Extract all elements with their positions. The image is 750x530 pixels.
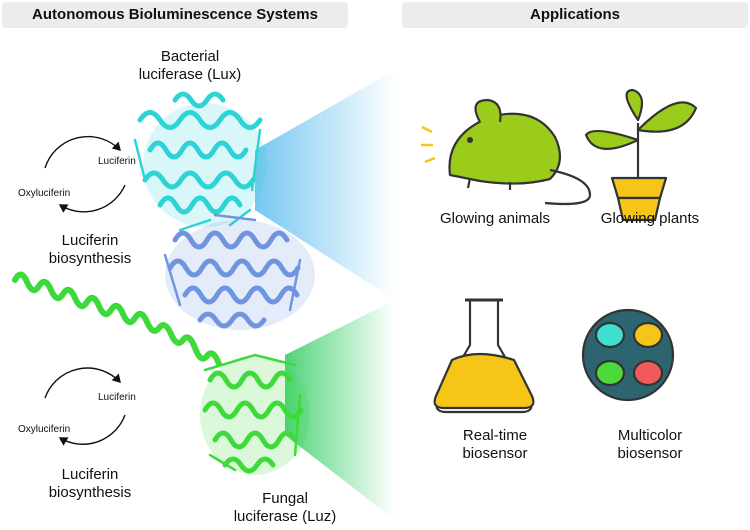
flask-icon xyxy=(433,298,535,414)
oxyluciferin-label-top: Oxyluciferin xyxy=(18,188,71,199)
cycle-arrows-top xyxy=(44,135,126,213)
fungal-label-line-1: Fungal xyxy=(262,490,308,507)
right-panel-header: Applications xyxy=(402,2,748,28)
biosynthesis-caption-top: Luciferin biosynthesis xyxy=(20,232,160,268)
luciferin-label-bottom: Luciferin xyxy=(98,392,136,403)
lux-glow-beam xyxy=(255,70,395,300)
app-0-line-1: Glowing animals xyxy=(439,210,551,227)
bacterial-label-line-2: luciferase (Lux) xyxy=(138,66,242,83)
app-label-multicolor-biosensor: Multicolor biosensor xyxy=(570,427,730,463)
fungal-label-line-2: luciferase (Luz) xyxy=(233,508,337,525)
app-3-line-2: biosensor xyxy=(617,445,683,462)
bacterial-luciferase-label: Bacterial luciferase (Lux) xyxy=(120,48,260,84)
mouse-icon xyxy=(421,98,592,206)
biosynthesis-top-line-1: Luciferin xyxy=(61,232,119,249)
luciferin-label-top: Luciferin xyxy=(98,156,136,167)
biosynthesis-bottom-line-2: biosynthesis xyxy=(48,484,132,501)
luz-glow-beam xyxy=(285,300,395,520)
plant-icon xyxy=(584,88,698,222)
lux-protein-blue xyxy=(163,213,315,330)
app-2-line-2: biosensor xyxy=(462,445,528,462)
app-1-line-1: Glowing plants xyxy=(600,210,700,227)
biosynthesis-bottom-line-1: Luciferin xyxy=(61,466,119,483)
app-label-realtime-biosensor: Real-time biosensor xyxy=(415,427,575,463)
petri-dish-icon xyxy=(581,308,675,402)
app-3-line-1: Multicolor xyxy=(617,427,683,444)
app-2-line-1: Real-time xyxy=(462,427,528,444)
oxyluciferin-label-bottom: Oxyluciferin xyxy=(18,424,71,435)
biosynthesis-caption-bottom: Luciferin biosynthesis xyxy=(20,466,160,502)
left-panel-header: Autonomous Bioluminescence Systems xyxy=(2,2,348,28)
luz-protein xyxy=(12,271,310,475)
biosynthesis-top-line-2: biosynthesis xyxy=(48,250,132,267)
bacterial-label-line-1: Bacterial xyxy=(160,48,220,65)
app-label-glowing-plants: Glowing plants xyxy=(570,210,730,228)
app-label-glowing-animals: Glowing animals xyxy=(415,210,575,228)
fungal-luciferase-label: Fungal luciferase (Luz) xyxy=(215,490,355,526)
cycle-arrows-bottom xyxy=(44,367,126,446)
lux-protein-cyan xyxy=(133,91,267,232)
